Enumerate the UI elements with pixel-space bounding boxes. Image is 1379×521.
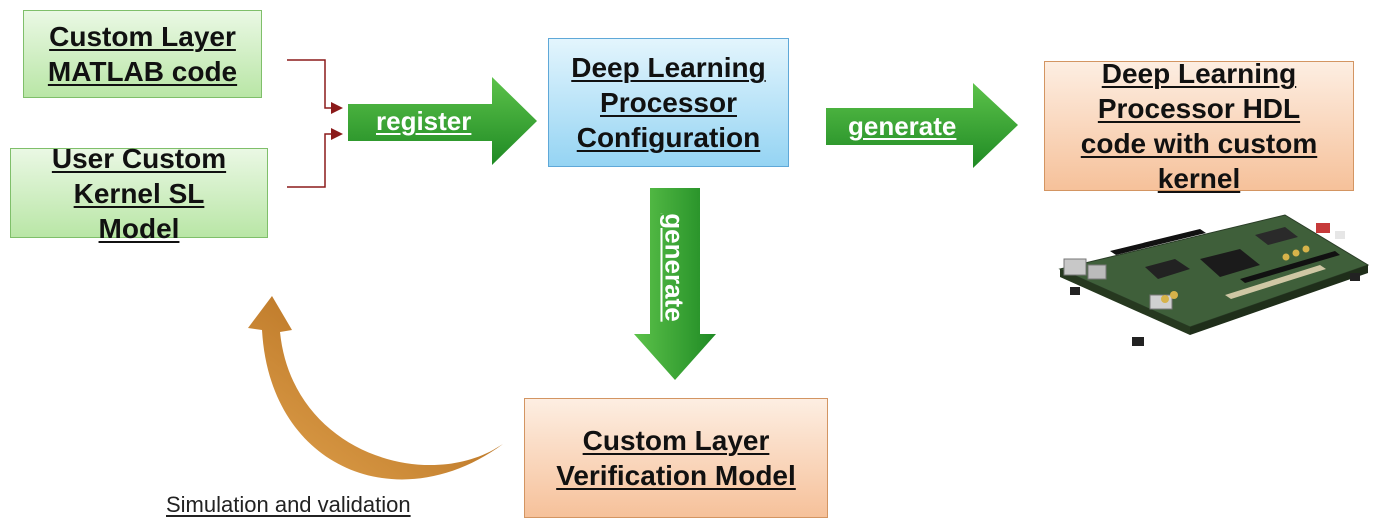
user-kernel-model-label: User Custom Kernel SL Model	[51, 142, 227, 244]
register-arrow	[348, 77, 537, 165]
processor-config-label: Deep Learning Processor Configuration	[571, 52, 766, 153]
simulation-loop-arrow	[248, 296, 503, 480]
connector-bottom	[287, 128, 343, 188]
verification-model-box: Custom Layer Verification Model	[524, 398, 828, 518]
connector-top	[287, 59, 343, 114]
simulation-caption: Simulation and validation	[166, 492, 411, 517]
processor-config-box: Deep Learning Processor Configuration	[548, 38, 789, 167]
generate-right-arrow	[826, 83, 1018, 168]
custom-layer-code-label: Custom Layer MATLAB code	[47, 21, 238, 87]
generate-right-arrow-label: generate	[848, 111, 957, 141]
hdl-code-box: Deep Learning Processor HDL code with cu…	[1044, 58, 1354, 194]
register-arrow-label: register	[376, 106, 472, 136]
generate-down-arrow	[634, 188, 716, 380]
generate-down-arrow-label: generate	[659, 213, 690, 322]
fpga-board-icon	[1050, 207, 1379, 352]
custom-layer-code-box: Custom Layer MATLAB code	[23, 10, 262, 98]
hdl-code-label: Deep Learning Processor HDL code with cu…	[1080, 58, 1318, 194]
user-kernel-model-box: User Custom Kernel SL Model	[10, 143, 268, 244]
verification-model-label: Custom Layer Verification Model	[556, 425, 796, 491]
